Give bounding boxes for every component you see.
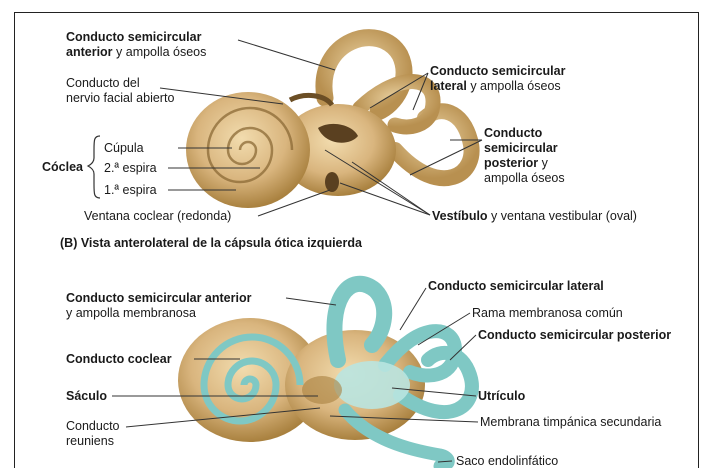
label-posterior-line3-bold: posterior (484, 156, 538, 170)
cochlea-brace (88, 136, 100, 198)
bony-labyrinth (186, 38, 472, 208)
label-vestibule-rest: y ventana vestibular (oval) (488, 209, 637, 223)
label-cochlea: Cóclea (42, 160, 83, 175)
label-anterior-bold-1: Conducto semicircular (66, 30, 201, 44)
label-reuniens-line2: reuniens (66, 434, 114, 448)
label-anterior-canal-membranous: Conducto semicircular anterior y ampolla… (66, 291, 251, 321)
label-lateral-canal-bony: Conducto semicircular lateral y ampolla … (430, 64, 565, 94)
label-posterior-canal-membranous: Conducto semicircular posterior (478, 328, 671, 343)
label-ductus-reuniens: Conducto reuniens (66, 419, 120, 449)
label-endolymphatic-sac: Saco endolinfático (456, 454, 558, 469)
utricle (334, 361, 410, 409)
label-anterior-membranous-rest: y ampolla membranosa (66, 306, 196, 320)
label-cochlear-duct: Conducto coclear (66, 352, 172, 367)
label-first-turn: 1.ª espira (104, 183, 157, 198)
saccule-shape (302, 376, 342, 404)
label-lateral-bold-1: Conducto semicircular (430, 64, 565, 78)
round-window (325, 172, 339, 192)
label-cupula: Cúpula (104, 141, 144, 156)
label-facial-line2: nervio facial abierto (66, 91, 174, 105)
label-posterior-line3-rest: y (538, 156, 548, 170)
label-anterior-membranous-bold: Conducto semicircular anterior (66, 291, 251, 305)
section-b-caption: (B) Vista anterolateral de la cápsula ót… (60, 236, 362, 250)
label-posterior-line1: Conducto (484, 126, 542, 140)
label-round-window: Ventana coclear (redonda) (84, 209, 231, 224)
label-lateral-canal-membranous: Conducto semicircular lateral (428, 279, 604, 294)
label-vestibule-bold: Vestíbulo (432, 209, 488, 223)
label-second-turn: 2.ª espira (104, 161, 157, 176)
label-saccule: Sáculo (66, 389, 107, 404)
label-posterior-line4: ampolla óseos (484, 171, 565, 185)
label-reuniens-line1: Conducto (66, 419, 120, 433)
label-common-crus: Rama membranosa común (472, 306, 623, 321)
label-anterior-bold-2: anterior (66, 45, 113, 59)
label-lateral-bold-2: lateral (430, 79, 467, 93)
label-secondary-tympanic-membrane: Membrana timpánica secundaria (480, 415, 661, 430)
label-posterior-line2: semicircular (484, 141, 558, 155)
label-facial-canal: Conducto del nervio facial abierto (66, 76, 174, 106)
label-vestibule: Vestíbulo y ventana vestibular (oval) (432, 209, 637, 224)
label-lateral-rest: y ampolla óseos (467, 79, 561, 93)
label-utricle: Utrículo (478, 389, 525, 404)
label-anterior-canal-bony: Conducto semicircular anterior y ampolla… (66, 30, 206, 60)
label-facial-line1: Conducto del (66, 76, 140, 90)
label-anterior-rest: y ampolla óseos (113, 45, 207, 59)
label-posterior-canal-bony: Conducto semicircular posterior y ampoll… (484, 126, 565, 186)
